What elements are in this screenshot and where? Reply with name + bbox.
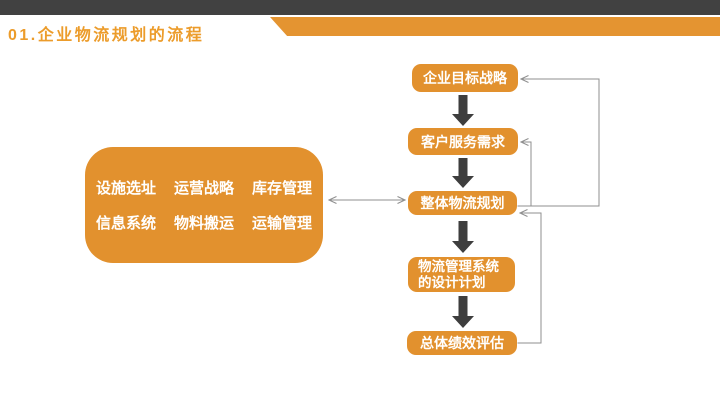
flow-node-system-design-plan: 物流管理系统 的设计计划 [408, 257, 515, 292]
flow-down-arrow-4-icon [452, 296, 474, 328]
planning-elements-box: 设施选址 运营战略 库存管理 信息系统 物料搬运 运输管理 [85, 147, 323, 263]
flow-down-arrow-3-icon [452, 221, 474, 253]
slide-title: 01.企业物流规划的流程 [8, 27, 205, 44]
detail-item: 运输管理 [252, 215, 313, 232]
flow-node-label-line1: 物流管理系统 [418, 258, 499, 274]
flow-down-arrow-1-icon [452, 95, 474, 126]
flow-down-arrow-2-icon [452, 158, 474, 188]
top-dark-bar [0, 0, 720, 15]
detail-row-1: 设施选址 运营战略 库存管理 [96, 177, 312, 198]
feedback-line-to-planning [517, 213, 542, 344]
detail-item: 库存管理 [252, 180, 313, 197]
flow-node-label-line2: 的设计计划 [418, 274, 486, 290]
flow-node-performance-evaluation: 总体绩效评估 [407, 331, 517, 355]
detail-row-2: 信息系统 物料搬运 运输管理 [96, 212, 312, 233]
detail-item: 信息系统 [95, 215, 156, 232]
flow-node-goal-strategy: 企业目标战略 [412, 64, 518, 92]
detail-item: 物料搬运 [173, 215, 234, 232]
detail-item: 运营战略 [173, 180, 234, 197]
flow-node-overall-planning: 整体物流规划 [408, 191, 517, 215]
feedback-line-to-goal [517, 79, 600, 207]
flow-node-customer-service: 客户服务需求 [408, 128, 518, 155]
header-orange-banner [270, 17, 720, 36]
detail-item: 设施选址 [95, 180, 156, 197]
feedback-line-to-service [521, 142, 532, 206]
